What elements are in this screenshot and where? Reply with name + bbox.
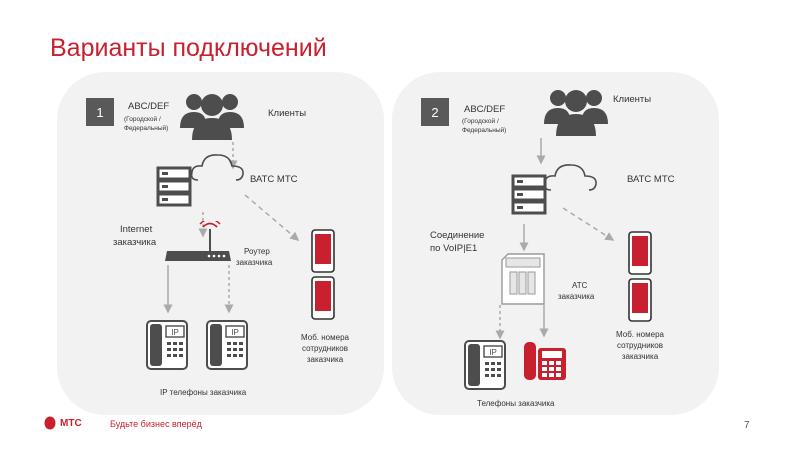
- ats-label-line2: заказчика: [558, 292, 595, 301]
- abcdef-label-2: ABC/DEF: [464, 104, 506, 115]
- option-number-2: 2: [421, 98, 449, 126]
- pbx-icon: [501, 253, 545, 305]
- clients-icon: [180, 94, 244, 140]
- clients-label-1: Клиенты: [268, 108, 307, 119]
- router-label-line2: заказчика: [236, 258, 273, 267]
- mts-logo: МТС: [44, 416, 82, 430]
- server-icon: [156, 166, 192, 207]
- connection-label-line1: Соединение: [430, 230, 485, 241]
- svg-text:IP: IP: [171, 328, 179, 337]
- router-icon: [165, 221, 231, 261]
- abcdef-sub2-2: Федеральный): [462, 127, 507, 134]
- ats-label-line1: АТС: [572, 281, 588, 290]
- ip-phone-icon: IP: [464, 340, 506, 390]
- footer-slogan: Будьте бизнес вперёд: [110, 419, 202, 429]
- internet-label-line1: Internet: [120, 224, 153, 235]
- cloud-icon: [543, 164, 597, 191]
- cloud-icon: [190, 154, 244, 181]
- option-number-1: 1: [86, 98, 114, 126]
- ip-phone-icon: IP: [146, 320, 188, 370]
- clients-label-2: Клиенты: [613, 94, 652, 105]
- ip-phones-label: IP телефоны заказчика: [160, 388, 247, 397]
- mts-egg-icon: [44, 416, 56, 430]
- mobile-label-line2: сотрудников: [302, 344, 348, 353]
- mobile-label-line1: Моб. номера: [301, 333, 349, 342]
- abcdef-sub1-2: (Городской /: [462, 118, 499, 125]
- mobile-label-line2: сотрудников: [617, 341, 663, 350]
- connection-label-line2: по VoIP|E1: [430, 243, 478, 254]
- server-icon: [511, 174, 547, 215]
- abcdef-sub2-1: Федеральный): [124, 125, 169, 132]
- phones-label-2: Телефоны заказчика: [477, 399, 555, 408]
- mobile-phone-icon: [311, 276, 335, 320]
- internet-label-line2: заказчика: [113, 237, 157, 248]
- mobile-label-line3: заказчика: [621, 352, 659, 361]
- mobile-phone-icon: [628, 278, 652, 322]
- vats-label-1: ВАТС МТС: [250, 174, 298, 185]
- ip-phone-icon: IP: [206, 320, 248, 370]
- svg-text:IP: IP: [489, 348, 497, 357]
- mobile-phone-icon: [628, 231, 652, 275]
- line-vats-to-mobile-1: [244, 194, 300, 241]
- mobile-label-line3: заказчика: [306, 355, 344, 364]
- page-number: 7: [744, 420, 750, 431]
- mobile-label-line1: Моб. номера: [616, 330, 664, 339]
- line-vats-to-mobile-2: [562, 207, 615, 241]
- desk-phone-icon: [524, 342, 566, 380]
- page-title: Варианты подключений: [50, 34, 327, 62]
- abcdef-sub1-1: (Городской /: [124, 116, 161, 123]
- vats-label-2: ВАТС МТС: [627, 174, 675, 185]
- svg-text:IP: IP: [231, 328, 239, 337]
- mts-logo-text: МТС: [60, 417, 82, 429]
- abcdef-label-1: ABC/DEF: [128, 101, 170, 112]
- router-label-line1: Роутер: [244, 247, 270, 256]
- mobile-phone-icon: [311, 229, 335, 273]
- clients-icon: [544, 90, 608, 136]
